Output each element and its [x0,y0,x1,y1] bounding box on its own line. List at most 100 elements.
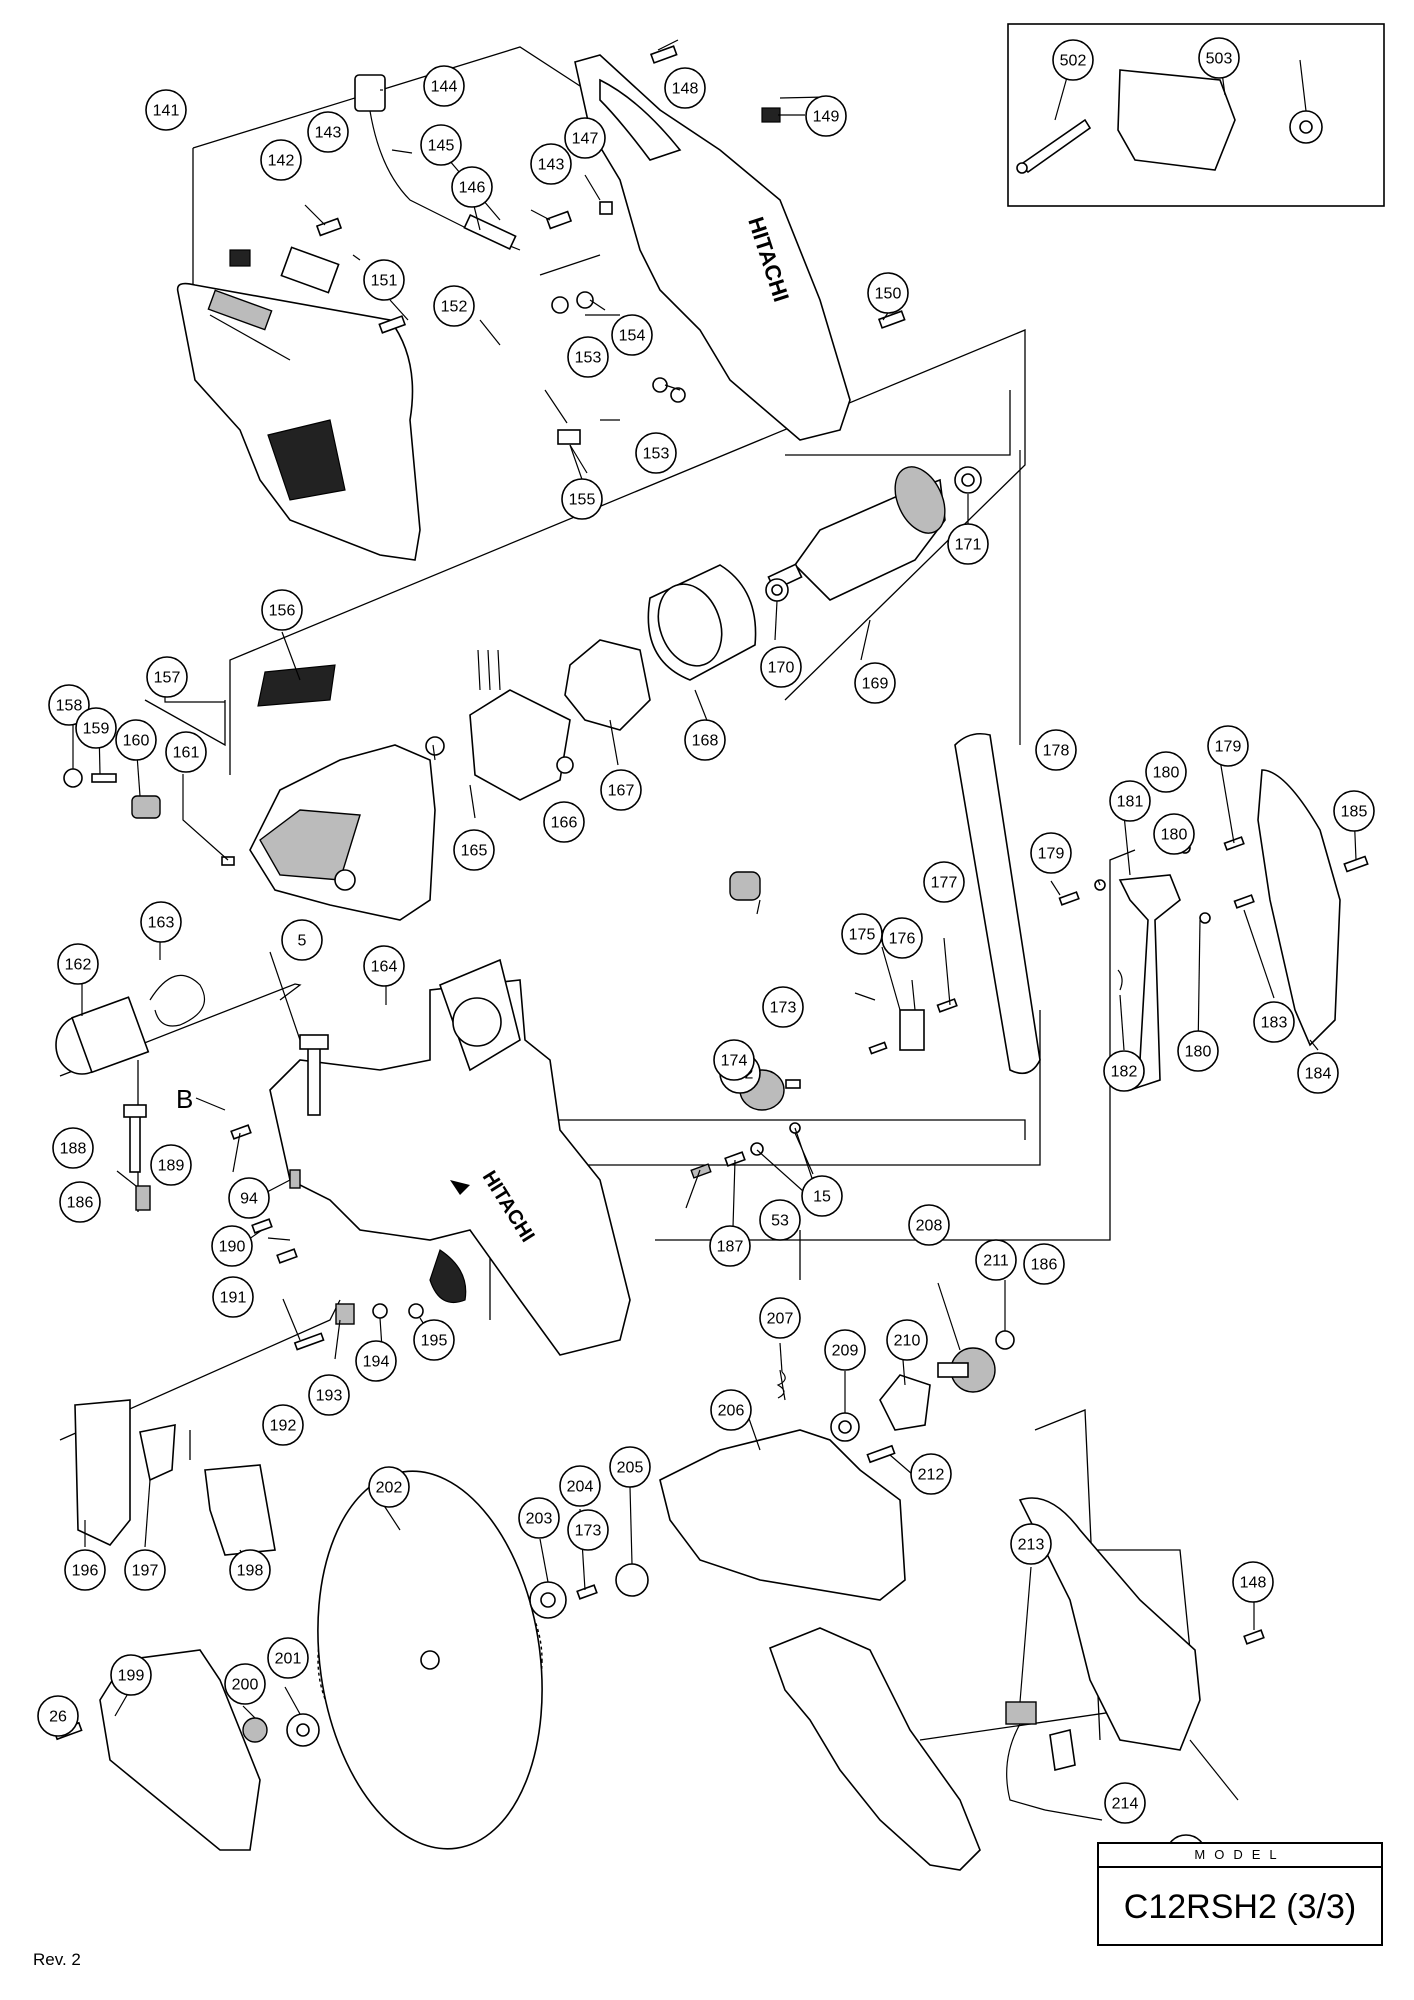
callout-214: 214 [1104,1782,1146,1824]
callout-label: 167 [608,783,635,800]
callout-label: 173 [575,1523,602,1540]
part-172-174 [690,871,801,1179]
callout-label: 147 [572,131,599,148]
callout-146: 146 [451,166,493,208]
callout-label: 15 [813,1189,831,1206]
callout-label: 146 [459,180,486,197]
callout-15: 15 [801,1175,843,1217]
part-206-211 [776,1330,1015,1464]
callout-170: 170 [760,646,802,688]
callout-142: 142 [260,139,302,181]
callout-label: 188 [60,1141,87,1158]
part-212-214 [768,1497,1265,1871]
callout-199: 199 [110,1654,152,1696]
callout-label: 151 [371,273,398,290]
callout-213: 213 [1010,1523,1052,1565]
callout-188: 188 [52,1127,94,1169]
callout-182: 182 [1103,1050,1145,1092]
part-handle-right-half: HITACHI [574,54,851,441]
callout-207: 207 [759,1297,801,1339]
part-199-guard [99,1649,261,1851]
part-178-belt [954,732,1041,1075]
callout-label: 182 [1111,1064,1138,1081]
callout-label: 168 [692,733,719,750]
callout-label: 179 [1215,739,1242,756]
part-small-screws-top [315,45,906,445]
callout-label: 213 [1018,1537,1045,1554]
callout-label: 166 [551,815,578,832]
part-bolts [123,1034,424,1351]
callout-label: 53 [771,1213,789,1230]
callout-155: 155 [561,478,603,520]
callout-label: 169 [862,676,889,693]
part-142-capacitor [229,246,340,294]
callout-label: 153 [643,446,670,463]
callout-label: 176 [889,931,916,948]
callout-198: 198 [229,1549,271,1591]
callout-195: 195 [413,1319,455,1361]
callout-label: 179 [1038,846,1065,863]
callout-503: 503 [1198,37,1240,79]
callout-label: 180 [1185,1044,1212,1061]
part-168-housing [647,564,757,681]
part-165-stator [425,649,574,801]
callout-153: 153 [635,432,677,474]
part-203-204 [529,1563,649,1619]
callout-169: 169 [854,662,896,704]
callout-167: 167 [600,769,642,811]
callout-180: 180 [1153,813,1195,855]
part-bearings [765,466,982,602]
callout-label: 197 [132,1563,159,1580]
callout-label: 211 [983,1253,1009,1270]
callout-label: 158 [56,698,83,715]
callout-label: 161 [173,745,200,762]
callout-164: 164 [363,945,405,987]
callout-162: 162 [57,943,99,985]
part-169-armature [767,466,946,601]
callout-label: 163 [148,915,175,932]
callout-label: 192 [270,1418,297,1435]
callout-203: 203 [518,1497,560,1539]
part-144-cord [354,74,521,251]
callout-178: 178 [1035,729,1077,771]
callout-label: 186 [1031,1257,1058,1274]
callout-label: 190 [219,1239,246,1256]
callout-151: 151 [363,259,405,301]
callout-label: 171 [955,537,982,554]
callout-174: 174 [713,1039,755,1081]
callout-label: 502 [1060,53,1087,70]
callout-208: 208 [908,1204,950,1246]
callout-label: 212 [918,1467,945,1484]
callout-label: 174 [721,1053,748,1070]
callout-189: 189 [150,1144,192,1186]
callout-197: 197 [124,1549,166,1591]
model-header: MODEL [1099,1844,1381,1868]
callout-204: 204 [559,1465,601,1507]
callout-5: 5 [281,919,323,961]
callout-label: 208 [916,1218,943,1235]
part-205-cover [659,1429,906,1601]
callout-label: 183 [1261,1015,1288,1032]
callout-141: 141 [145,89,187,131]
model-number: C12RSH2 (3/3) [1123,1888,1357,1926]
callout-183: 183 [1253,1001,1295,1043]
callout-label: 185 [1341,804,1368,821]
callout-165: 165 [453,829,495,871]
callout-166: 166 [543,801,585,843]
callout-181: 181 [1109,780,1151,822]
callout-label: 184 [1305,1066,1332,1083]
callout-211: 211 [975,1239,1017,1281]
callout-label: 180 [1161,827,1188,844]
callout-143: 143 [530,143,572,185]
accessory-box [1007,23,1385,207]
callout-192: 192 [262,1404,304,1446]
part-162-163 [55,974,205,1075]
callout-26: 26 [37,1695,79,1737]
callout-label: 150 [875,286,902,303]
part-141-handle-half [176,282,421,561]
model-title-block: MODEL C12RSH2 (3/3) [1097,1842,1383,1946]
callout-label: 187 [717,1239,744,1256]
callout-94: 94 [228,1177,270,1219]
callout-187: 187 [709,1225,751,1267]
callout-209: 209 [824,1329,866,1371]
